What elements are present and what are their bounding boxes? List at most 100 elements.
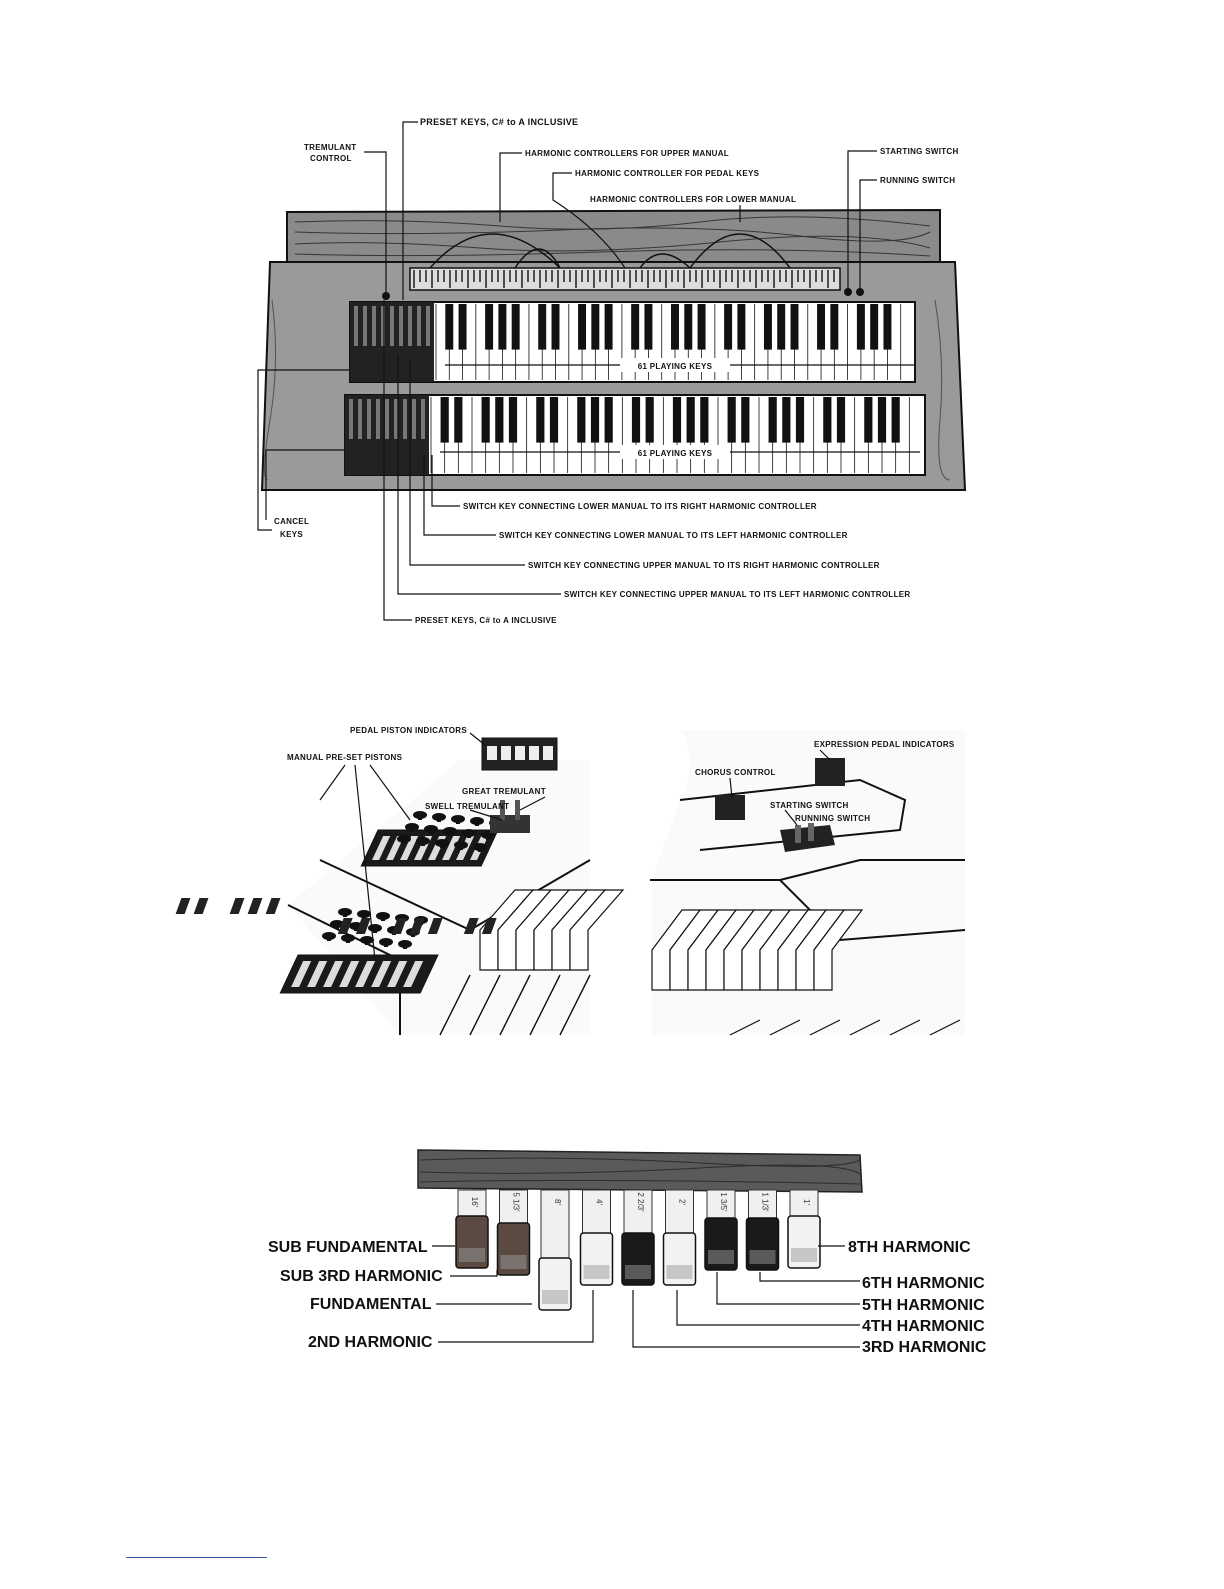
black-key (864, 397, 872, 443)
preset-key (376, 399, 380, 439)
preset-key (354, 306, 358, 346)
fragment-black-key (194, 898, 209, 914)
piston-stem (373, 928, 377, 933)
black-key (631, 304, 639, 350)
black-key (552, 304, 560, 350)
black-key (441, 397, 449, 443)
piston-stem (437, 817, 441, 822)
manual-pistons-leader-3 (320, 765, 345, 800)
starting-switch-knob (844, 288, 852, 296)
figure-pistons: PEDAL PISTON INDICATORS MANUAL PRE-SET P… (176, 726, 623, 1035)
piston-stem (421, 841, 425, 846)
black-key (459, 304, 467, 350)
harmonic-pedal-label: HARMONIC CONTROLLER FOR PEDAL KEYS (575, 169, 760, 178)
black-key (741, 397, 749, 443)
preset-key (408, 306, 412, 346)
footnote-rule (126, 1557, 267, 1558)
fifth-harmonic-leader (717, 1272, 860, 1304)
black-key (728, 397, 736, 443)
running-switch-label-fig3: RUNNING SWITCH (795, 814, 870, 823)
piston-stem (456, 819, 460, 824)
black-key (684, 304, 692, 350)
black-key (632, 397, 640, 443)
piston-stem (475, 821, 479, 826)
drawbar-head-shade (542, 1290, 568, 1304)
black-key (700, 397, 708, 443)
sixth-harmonic-leader (760, 1272, 860, 1281)
black-key (482, 397, 490, 443)
cancel-keys-label-1: CANCEL (274, 517, 309, 526)
manual-pistons-leader-2 (370, 765, 410, 820)
black-key (764, 304, 772, 350)
black-key (857, 304, 865, 350)
sub-3rd-leader (450, 1270, 497, 1276)
drawbar-head-shade (791, 1248, 817, 1262)
preset-key (421, 399, 425, 439)
starting-switch-label-fig3: STARTING SWITCH (770, 801, 849, 810)
running-switch-label: RUNNING SWITCH (880, 176, 955, 185)
piston-stem (335, 924, 339, 929)
harmonic-lower-label: HARMONIC CONTROLLERS FOR LOWER MANUAL (590, 195, 796, 204)
switch-lower-left-label: SWITCH KEY CONNECTING LOWER MANUAL TO IT… (499, 531, 848, 540)
running-switch-lever (808, 823, 814, 841)
switch-lower-right-label: SWITCH KEY CONNECTING LOWER MANUAL TO IT… (463, 502, 817, 511)
preset-keys-top-label: PRESET KEYS, C# to A INCLUSIVE (420, 117, 578, 127)
drawbar-tab-label: 4' (595, 1199, 604, 1205)
fourth-harmonic-label: 4TH HARMONIC (862, 1318, 985, 1335)
drawbar-head-shade (625, 1265, 651, 1279)
starting-switch-lever (795, 825, 801, 843)
drawbar-tab-label: 2' (678, 1199, 687, 1205)
switch-upper-right-label: SWITCH KEY CONNECTING UPPER MANUAL TO IT… (528, 561, 880, 570)
black-key (454, 397, 462, 443)
fragment-black-key (230, 898, 245, 914)
black-key (550, 397, 558, 443)
preset-key (372, 306, 376, 346)
lower-piston-block (280, 955, 438, 993)
black-key (791, 304, 799, 350)
black-key (769, 397, 777, 443)
piston-stem (448, 831, 452, 836)
black-key (823, 397, 831, 443)
preset-key (367, 399, 371, 439)
drawbar-tab-label: 5 1/3' (512, 1192, 521, 1212)
black-key (777, 304, 785, 350)
black-key (673, 397, 681, 443)
black-key (605, 397, 613, 443)
piston-stem (327, 936, 331, 941)
preset-key (426, 306, 430, 346)
black-key (892, 397, 900, 443)
black-key (830, 304, 838, 350)
piston-stem (384, 942, 388, 947)
figure-console-overview: 61 PLAYING KEYS 61 PLAYING KEYS PRESET K… (258, 117, 965, 625)
black-key (817, 304, 825, 350)
black-key (687, 397, 695, 443)
black-key (796, 397, 804, 443)
eighth-harmonic-label: 8TH HARMONIC (848, 1239, 971, 1256)
black-key (445, 304, 453, 350)
black-key (578, 304, 586, 350)
drawbar-tab-label: 1 1/3' (761, 1192, 770, 1212)
tremulant-control-label-1: TREMULANT (304, 143, 356, 152)
figure-drawbars: 16'5 1/3'8'4'2 2/3'2'1 3/5'1 1/3'1' SUB … (268, 1150, 987, 1356)
black-key (878, 397, 886, 443)
black-key (577, 397, 585, 443)
preset-key (349, 399, 353, 439)
drawbar-head-shade (584, 1265, 610, 1279)
tremulant-control-label-2: CONTROL (310, 154, 352, 163)
expression-indicator-box (815, 758, 845, 786)
sub-3rd-harmonic-label: SUB 3RD HARMONIC (280, 1268, 443, 1285)
drawbars: 16'5 1/3'8'4'2 2/3'2'1 3/5'1 1/3'1' (456, 1190, 820, 1310)
black-key (698, 304, 706, 350)
piston-stem (403, 944, 407, 949)
indicator-square (487, 746, 497, 760)
preset-key (412, 399, 416, 439)
piston-stem (467, 833, 471, 838)
black-key (782, 397, 790, 443)
preset-key (390, 306, 394, 346)
lower-playing-keys-label: 61 PLAYING KEYS (638, 449, 713, 458)
fragment-black-key (266, 898, 281, 914)
black-key (509, 397, 517, 443)
second-harmonic-label: 2ND HARMONIC (308, 1334, 433, 1351)
swell-tremulant-label: SWELL TREMULANT (425, 802, 509, 811)
